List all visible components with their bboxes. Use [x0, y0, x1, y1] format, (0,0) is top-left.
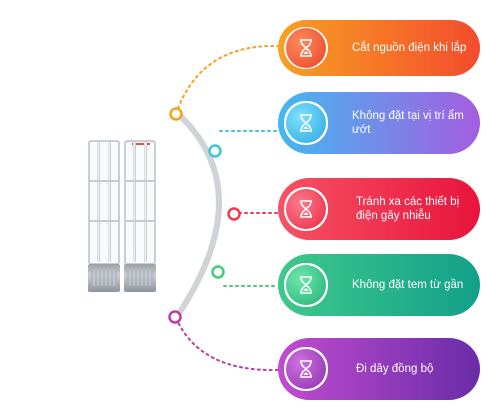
- hourglass-icon: [286, 28, 326, 68]
- node-4: [211, 265, 225, 279]
- item-5: Đi dây đồng bộ: [278, 338, 480, 400]
- hourglass-icon: [286, 349, 326, 389]
- item-label-5: Đi dây đồng bộ: [356, 363, 434, 375]
- item-2: Không đặt tại vị trí ẩm ướt: [278, 92, 480, 154]
- item-label-4: Không đặt tem từ gần: [352, 279, 464, 291]
- hourglass-icon: [286, 265, 326, 305]
- security-gate-image: [88, 140, 158, 292]
- item-4: Không đặt tem từ gần: [278, 254, 480, 316]
- hourglass-icon: [286, 189, 326, 229]
- item-1: Cắt nguồn điện khi lắp: [278, 20, 480, 76]
- hourglass-icon: [286, 103, 326, 143]
- node-5: [168, 310, 182, 324]
- item-label-2: Không đặt tại vị trí ẩm ướt: [352, 110, 464, 136]
- item-label-3: Tránh xa các thiết bị điện gây nhiễu: [356, 196, 460, 222]
- node-3: [227, 207, 241, 221]
- item-label-1: Cắt nguồn điện khi lắp: [352, 42, 467, 54]
- node-1: [169, 107, 183, 121]
- item-3: Tránh xa các thiết bị điện gây nhiễu: [278, 178, 480, 240]
- node-2: [208, 144, 222, 158]
